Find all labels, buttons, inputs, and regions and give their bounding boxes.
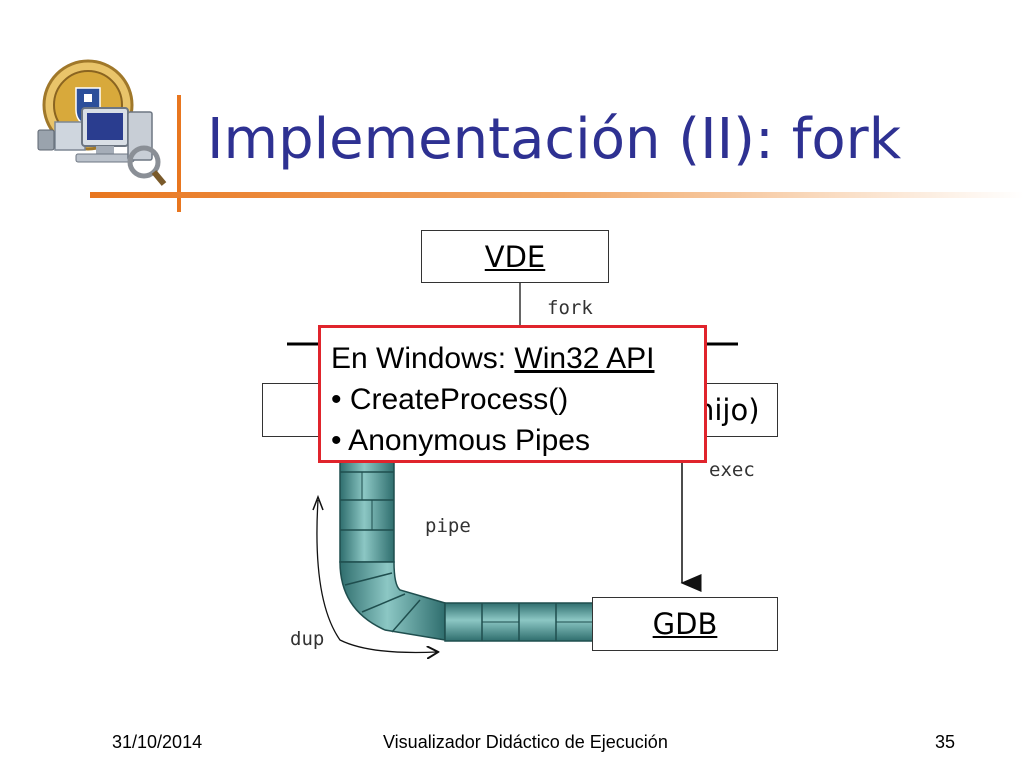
child-process-box: hijo)	[696, 383, 778, 437]
vde-link[interactable]: VDE	[484, 239, 546, 274]
footer-title: Visualizador Didáctico de Ejecución	[383, 732, 668, 752]
footer-page-number: 35	[935, 732, 956, 752]
callout-line-1: En Windows: Win32 API	[331, 338, 704, 379]
slide-title: Implementación (II): fork	[207, 107, 902, 172]
fork-label: fork	[547, 297, 593, 319]
gdb-box[interactable]: GDB	[592, 597, 778, 651]
dup-arrow-up-head	[312, 494, 324, 511]
university-logo-icon	[37, 59, 167, 186]
dup-arrow	[316, 499, 437, 653]
callout-item-anonymous-pipes: • Anonymous Pipes	[331, 424, 590, 457]
footer-date: 31/10/2014	[112, 732, 203, 752]
callout-prefix: En Windows:	[331, 342, 515, 375]
title-accent-horizontal-line	[90, 192, 1024, 198]
win32-api-link[interactable]: Win32 API	[514, 342, 655, 375]
pipe-icon	[339, 461, 594, 642]
callout-item-createprocess: • CreateProcess()	[331, 383, 569, 416]
vde-box[interactable]: VDE	[421, 230, 609, 283]
gdb-link[interactable]: GDB	[652, 607, 718, 641]
dup-label: dup	[290, 628, 325, 650]
title-accent-vertical-line	[177, 95, 181, 212]
windows-callout: En Windows: Win32 API • CreateProcess() …	[318, 325, 707, 463]
exec-label: exec	[709, 459, 755, 481]
pipe-label: pipe	[425, 515, 471, 537]
